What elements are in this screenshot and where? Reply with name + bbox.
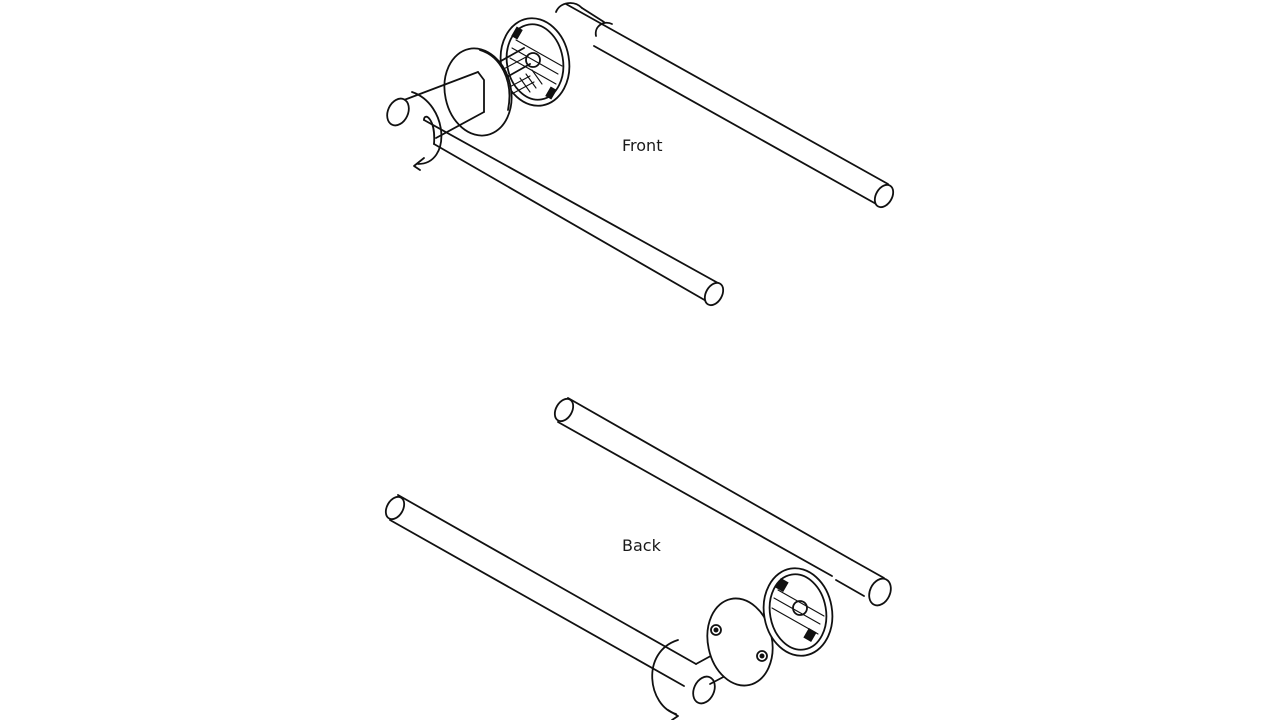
back-assembly (384, 397, 892, 720)
back-rear-rose (762, 567, 834, 657)
front-front-handle (423, 115, 725, 307)
front-rear-rose (499, 17, 571, 107)
front-rear-handle (555, 2, 895, 209)
back-rotation-arrow-icon (651, 639, 679, 720)
front-label: Front (622, 136, 663, 155)
back-front-handle (384, 494, 716, 705)
front-rotation-arrow-icon (411, 91, 443, 171)
front-front-stem (386, 71, 485, 139)
back-front-rose (706, 597, 774, 687)
front-assembly (386, 2, 895, 307)
front-front-rose (443, 47, 513, 137)
back-rear-handle (553, 397, 892, 607)
back-label: Back (622, 536, 661, 555)
